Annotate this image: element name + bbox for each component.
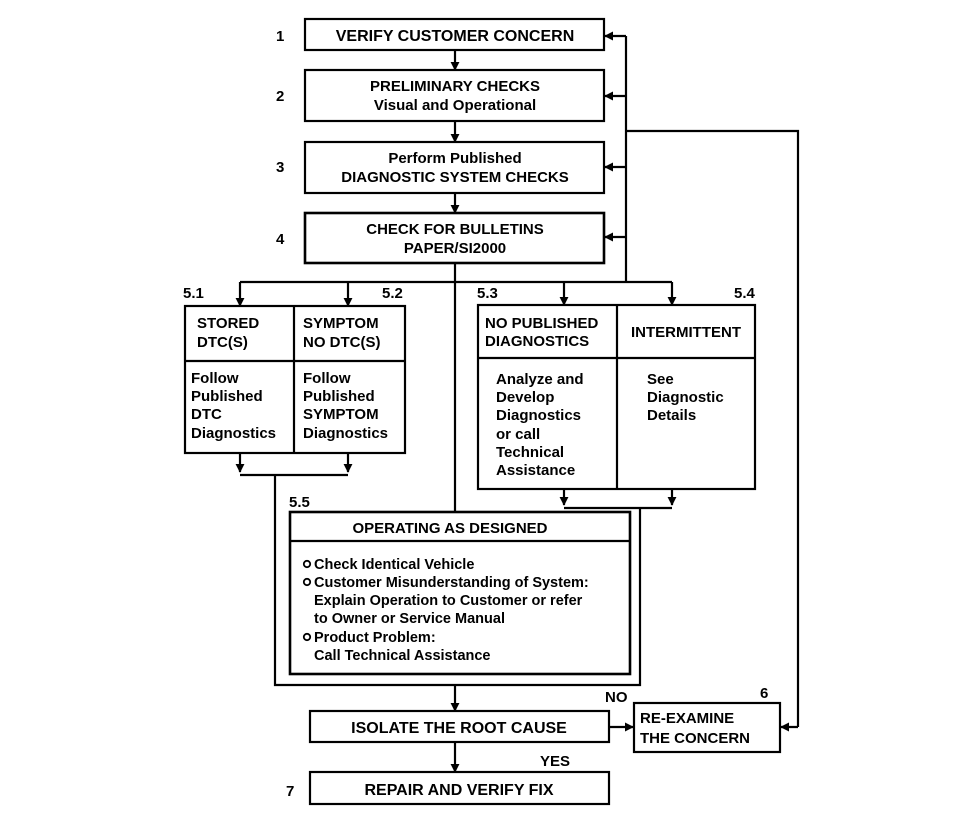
step-7: 7 — [286, 783, 294, 800]
operating-title: OPERATING AS DESIGNED — [352, 520, 547, 537]
bulletins-line2: PAPER/SI2000 — [404, 240, 506, 257]
verify-concern-label: VERIFY CUSTOMER CONCERN — [336, 28, 575, 45]
operating-bullet-3-line1: Product Problem: — [314, 630, 436, 646]
step-5-5: 5.5 — [289, 494, 310, 511]
reexamine-line1: RE-EXAMINE — [640, 710, 734, 727]
symptom-body-4: Diagnostics — [303, 425, 388, 442]
no-published-head-2: DIAGNOSTICS — [485, 333, 589, 350]
step-5-3: 5.3 — [477, 285, 498, 302]
stored-dtc-body-4: Diagnostics — [191, 425, 276, 442]
no-published-body-1: Analyze and — [496, 371, 584, 388]
no-published-body-3: Diagnostics — [496, 407, 581, 424]
stored-dtc-head-2: DTC(S) — [197, 334, 248, 351]
bulletins-box: CHECK FOR BULLETINS PAPER/SI2000 — [303, 211, 606, 265]
operating-as-designed-box: OPERATING AS DESIGNED Check Identical Ve… — [288, 510, 632, 676]
connectors — [235, 31, 800, 773]
stored-dtc-head-1: STORED — [197, 315, 259, 332]
step-5-1: 5.1 — [183, 285, 204, 302]
reexamine-loop — [626, 129, 800, 727]
preliminary-checks-subtitle: Visual and Operational — [374, 97, 536, 114]
no-branch-label: NO — [605, 689, 628, 706]
operating-bullet-2-line1: Customer Misunderstanding of System: — [314, 575, 589, 591]
isolate-label: ISOLATE THE ROOT CAUSE — [351, 720, 567, 737]
bullet-circle-icon — [302, 559, 312, 569]
no-published-head-1: NO PUBLISHED — [485, 315, 599, 332]
system-checks-line1: Perform Published — [388, 150, 521, 167]
preliminary-checks-title: PRELIMINARY CHECKS — [370, 78, 540, 95]
bullet-circle-icon — [302, 577, 312, 587]
operating-bullet-3-line2: Call Technical Assistance — [314, 648, 491, 664]
system-checks-box: Perform Published DIAGNOSTIC SYSTEM CHEC… — [303, 140, 606, 195]
no-published-body-6: Assistance — [496, 462, 575, 479]
intermittent-body-3: Details — [647, 407, 696, 424]
stored-dtc-body-3: DTC — [191, 406, 222, 423]
step-3: 3 — [276, 159, 284, 176]
bulletins-line1: CHECK FOR BULLETINS — [366, 221, 544, 238]
no-published-intermittent-box: NO PUBLISHED DIAGNOSTICS Analyze and Dev… — [476, 303, 757, 491]
symptom-head-2: NO DTC(S) — [303, 334, 381, 351]
step-5-2: 5.2 — [382, 285, 403, 302]
symptom-body-1: Follow — [303, 370, 351, 387]
symptom-head-1: SYMPTOM — [303, 315, 379, 332]
reexamine-box: RE-EXAMINE THE CONCERN — [632, 701, 782, 754]
bullet-circle-icon — [302, 632, 312, 642]
dtc-symptom-box: STORED DTC(S) Follow Published DTC Diagn… — [183, 304, 407, 455]
operating-bullet-1: Check Identical Vehicle — [314, 557, 474, 573]
system-checks-line2: DIAGNOSTIC SYSTEM CHECKS — [341, 169, 569, 186]
step-1: 1 — [276, 28, 284, 45]
operating-bullet-2-line3: to Owner or Service Manual — [314, 611, 505, 627]
step-numbers: 1 2 3 4 5.1 5.2 5.3 5.4 5.5 6 7 — [183, 28, 768, 800]
intermittent-body-2: Diagnostic — [647, 389, 724, 406]
isolate-root-cause-box: ISOLATE THE ROOT CAUSE — [308, 709, 611, 744]
step-4: 4 — [276, 231, 285, 248]
right-join — [455, 506, 672, 687]
left-join — [240, 473, 455, 687]
operating-bullet-2-line2: Explain Operation to Customer or refer — [314, 593, 583, 609]
stored-dtc-body-1: Follow — [191, 370, 239, 387]
intermittent-body-1: See — [647, 371, 674, 388]
intermittent-head: INTERMITTENT — [631, 324, 741, 341]
step-6: 6 — [760, 685, 768, 702]
symptom-body-3: SYMPTOM — [303, 406, 379, 423]
repair-verify-box: REPAIR AND VERIFY FIX — [308, 770, 611, 806]
yes-branch-label: YES — [540, 753, 570, 770]
stored-dtc-body-2: Published — [191, 388, 263, 405]
reexamine-line2: THE CONCERN — [640, 730, 750, 747]
symptom-body-2: Published — [303, 388, 375, 405]
no-published-body-4: or call — [496, 426, 540, 443]
verify-concern-box: VERIFY CUSTOMER CONCERN — [303, 17, 606, 52]
step-2: 2 — [276, 88, 284, 105]
no-published-body-2: Develop — [496, 389, 554, 406]
no-published-body-5: Technical — [496, 444, 564, 461]
repair-label: REPAIR AND VERIFY FIX — [364, 782, 553, 799]
preliminary-checks-box: PRELIMINARY CHECKS Visual and Operationa… — [303, 68, 606, 123]
branch-bus — [240, 263, 672, 284]
step-5-4: 5.4 — [734, 285, 756, 302]
